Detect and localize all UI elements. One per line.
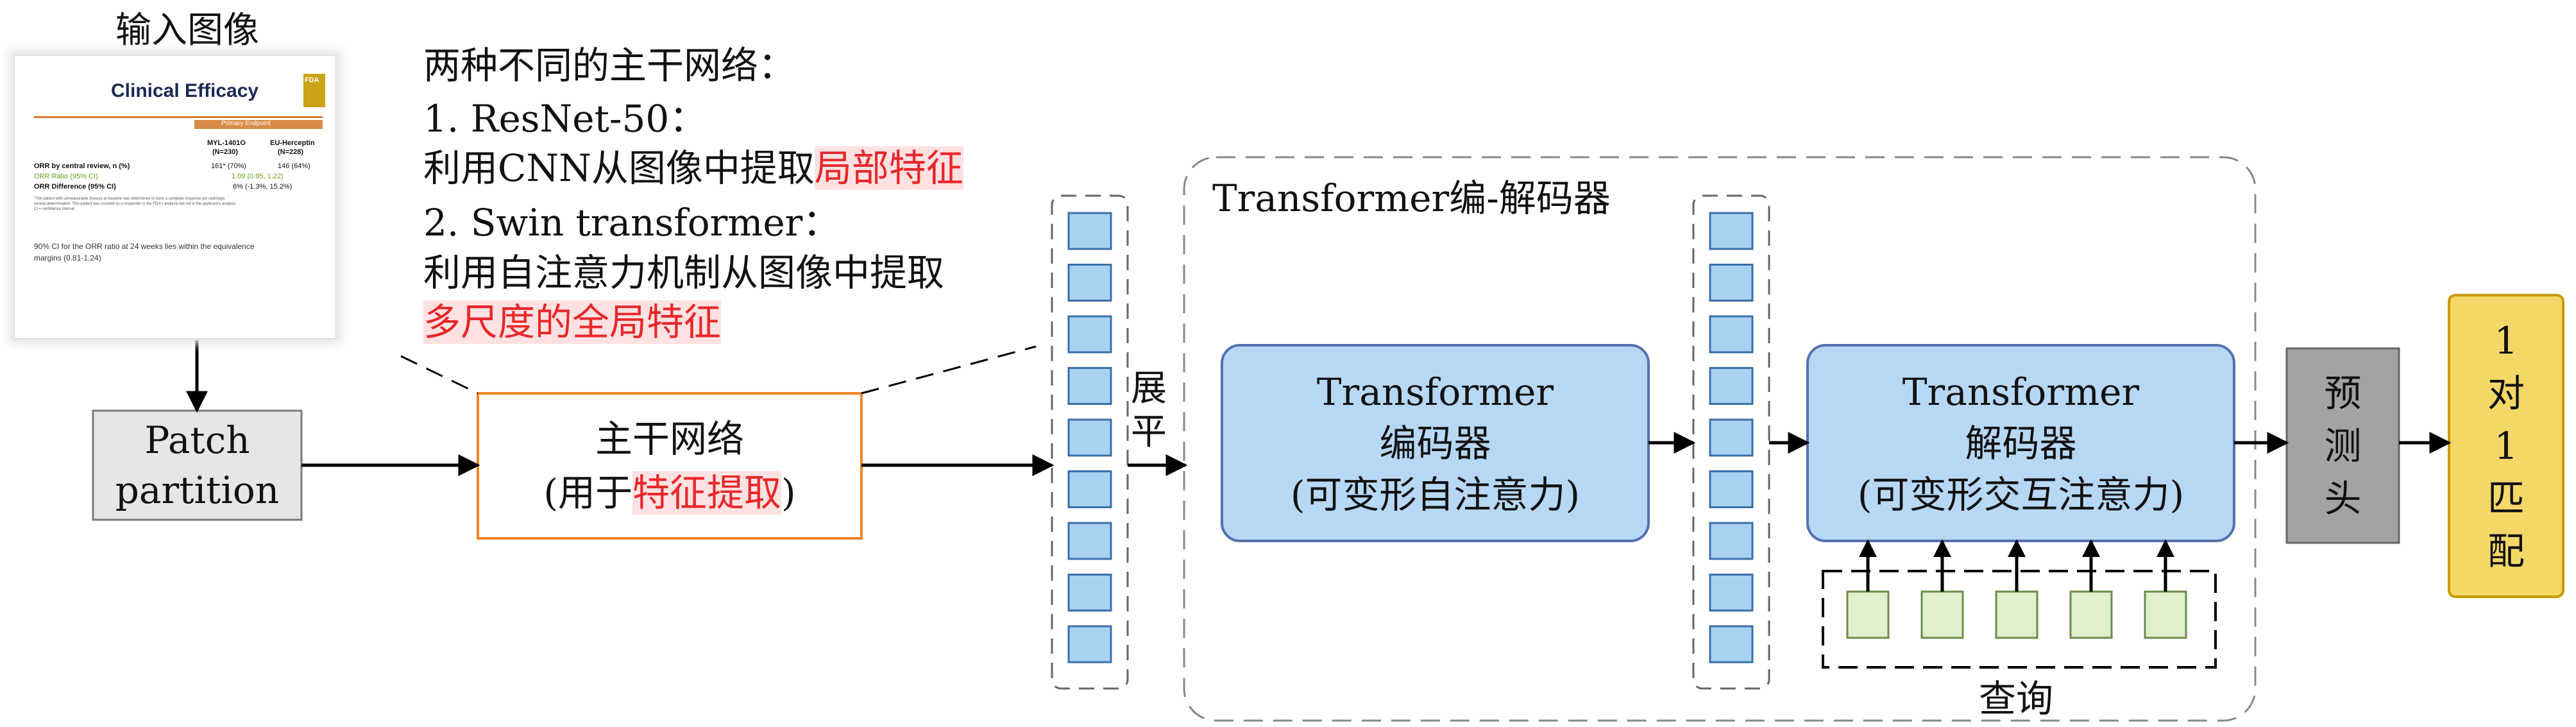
slide-note-2: margins (0.81-1.24) — [34, 253, 101, 262]
flatten-char-2: 平 — [1131, 411, 1167, 453]
token-square — [1067, 522, 1112, 560]
highlight-global-features: 多尺度的全局特征 — [423, 300, 722, 344]
matching-char-1: 1 — [2494, 319, 2518, 363]
zoom-line-left — [400, 355, 479, 395]
description-line-3: 利用CNN从图像中提取局部特征 — [423, 138, 963, 192]
queries-frame — [1822, 570, 2217, 669]
matching-char-4: 匹 — [2487, 477, 2525, 520]
query-box — [1920, 590, 1964, 639]
query-box — [2144, 590, 2187, 639]
token-square — [1067, 264, 1112, 302]
token-stack-1 — [1067, 212, 1112, 663]
slide-row2-label: ORR Ratio (95% CI) — [34, 173, 98, 180]
backbone-line-2-prefix: (用于 — [543, 471, 632, 515]
slide-title: Clinical Efficacy — [111, 80, 259, 101]
slide-rule — [34, 116, 323, 118]
token-square — [1709, 367, 1754, 405]
query-box — [2069, 590, 2113, 639]
highlight-feature-extraction: 特征提取 — [632, 471, 781, 515]
token-stack-2 — [1709, 212, 1754, 663]
token-stack-2-frame — [1692, 194, 1770, 690]
zoom-line-right — [861, 345, 1037, 395]
token-square — [1067, 367, 1112, 405]
patch-partition-line-1: Patch — [144, 418, 250, 462]
token-square — [1709, 625, 1754, 663]
slide-row1-label: ORR by central review, n (%) — [34, 162, 130, 170]
backbone-line-1: 主干网络 — [595, 417, 744, 461]
matching-label: 1 对 1 匹 配 — [2449, 295, 2563, 597]
slide-footnote-3: CI = confidence interval — [34, 207, 74, 211]
backbone-label: 主干网络 (用于特征提取) — [478, 393, 861, 538]
matching-char-5: 配 — [2487, 529, 2525, 573]
slide-footnote-2: central determination. This patient was … — [34, 202, 236, 206]
patch-partition-line-2: partition — [115, 468, 280, 512]
token-square — [1709, 418, 1754, 457]
transformer-group-frame — [1183, 156, 2257, 722]
decoder-line-1: Transformer — [1902, 370, 2140, 414]
description-line-6: 多尺度的全局特征 — [423, 292, 722, 346]
slide-footnote-1: *The patient with unmeasurable disease a… — [34, 197, 225, 201]
description-line-1: 两种不同的主干网络： — [423, 44, 796, 87]
query-box — [1995, 590, 2038, 639]
token-square — [1709, 470, 1754, 508]
backbone-line-2: (用于特征提取) — [543, 466, 796, 520]
slide-row1-v2: 146 (64%) — [278, 162, 310, 170]
decoder-line-3: (可变形交互注意力) — [1857, 472, 2185, 517]
query-box — [1846, 590, 1890, 639]
description-line-3-text: 利用CNN从图像中提取 — [423, 146, 815, 190]
token-square — [1709, 264, 1754, 302]
description-line-4: 2. Swin transformer： — [423, 201, 840, 244]
prediction-head-char-1: 预 — [2324, 371, 2362, 415]
slide-row1-v1: 161* (70%) — [211, 162, 247, 170]
slide-col2: EU-Herceptin — [270, 139, 315, 147]
input-image-label: 输入图像 — [115, 10, 259, 51]
slide-row2-v: 1.09 (0.95, 1.22) — [232, 173, 284, 180]
query-boxes — [1846, 590, 2187, 639]
token-square — [1709, 212, 1754, 250]
backbone-line-2-suffix: ) — [781, 471, 796, 515]
token-square — [1067, 625, 1112, 663]
token-square — [1709, 315, 1754, 354]
slide-note-1: 90% CI for the ORR ratio at 24 weeks lie… — [34, 242, 255, 251]
slide-header-bar — [194, 120, 323, 129]
slide-header: Primary Endpoint — [221, 120, 271, 127]
highlight-local-features: 局部特征 — [814, 146, 963, 190]
matching-char-2: 对 — [2487, 372, 2525, 415]
input-image-thumbnail: Clinical Efficacy FDA Primary Endpoint M… — [14, 55, 336, 339]
patch-partition-box — [92, 409, 303, 521]
slide-logo — [303, 74, 325, 107]
token-square — [1067, 574, 1112, 612]
prediction-head-char-3: 头 — [2324, 476, 2362, 520]
encoder-label: Transformer 编码器 (可变形自注意力) — [1222, 345, 1648, 541]
slide-logo-text: FDA — [305, 76, 319, 84]
encoder-line-2: 编码器 — [1379, 421, 1491, 465]
prediction-head-char-2: 测 — [2324, 423, 2362, 468]
flatten-char-1: 展 — [1131, 368, 1167, 409]
token-square — [1709, 574, 1754, 612]
patch-partition-label: Patch partition — [93, 411, 301, 520]
query-arrows — [1859, 539, 2174, 592]
matching-char-3: 1 — [2494, 424, 2518, 468]
transformer-group-label: Transformer编-解码器 — [1212, 176, 1611, 220]
slide-row3-label: ORR Difference (95% CI) — [34, 183, 116, 191]
encoder-line-3: (可变形自注意力) — [1290, 472, 1580, 517]
token-square — [1067, 470, 1112, 508]
prediction-head-label: 预 测 头 — [2287, 348, 2399, 543]
queries-label: 查询 — [1979, 677, 2054, 721]
token-square — [1067, 212, 1112, 250]
decoder-line-2: 解码器 — [1965, 421, 2077, 465]
token-square — [1067, 315, 1112, 354]
slide-col2-n: (N=228) — [278, 148, 304, 156]
token-stack-1-frame — [1051, 194, 1129, 690]
decoder-label: Transformer 解码器 (可变形交互注意力) — [1808, 345, 2234, 541]
description-line-5: 利用自注意力机制从图像中提取 — [423, 251, 945, 295]
token-square — [1709, 522, 1754, 560]
slide-row3-v: 6% (-1.3%, 15.2%) — [233, 183, 292, 191]
slide-col1-n: (N=230) — [212, 148, 239, 156]
slide-col1: MYL-1401O — [207, 139, 246, 147]
description-line-2: 1. ResNet-50： — [423, 97, 707, 141]
token-square — [1067, 418, 1112, 457]
encoder-line-1: Transformer — [1316, 370, 1554, 414]
